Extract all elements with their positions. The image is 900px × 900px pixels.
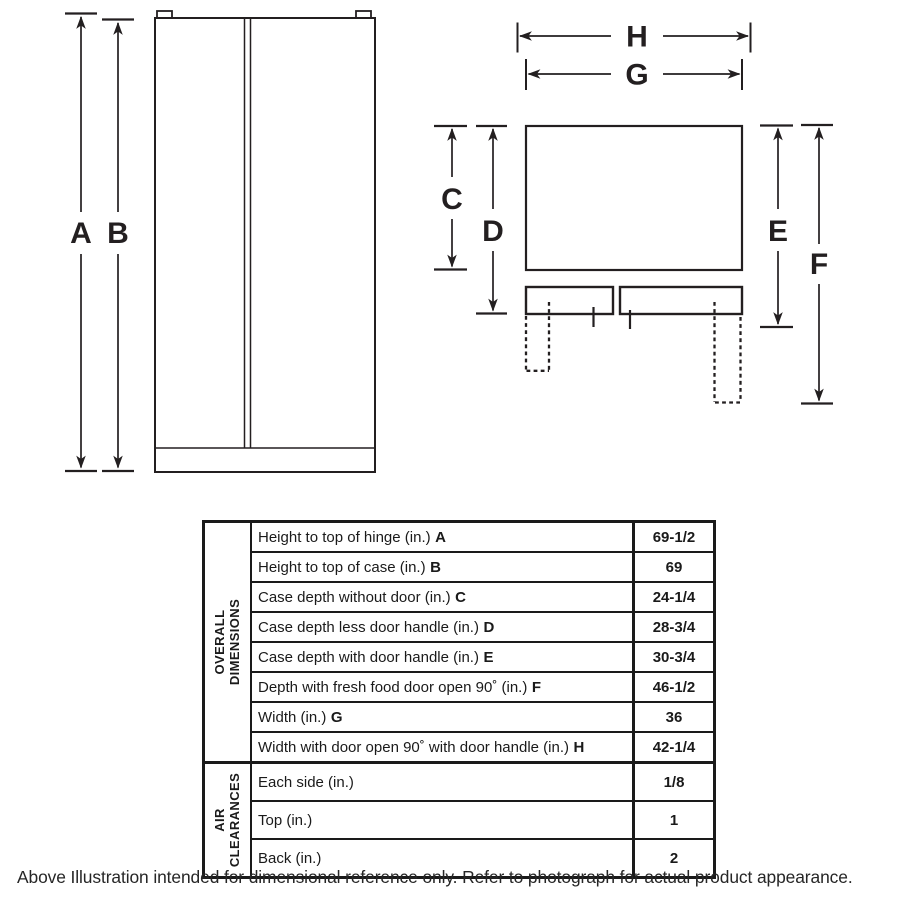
row-letter: F bbox=[531, 678, 541, 696]
dimension-arrow-e bbox=[760, 124, 793, 329]
row-label: Depth with fresh food door open 90˚ (in.… bbox=[258, 678, 528, 696]
row-letter: G bbox=[330, 708, 343, 726]
dimension-arrow-g bbox=[525, 59, 743, 90]
row-label: Case depth without door (in.) bbox=[258, 588, 451, 606]
fresh-food-door-outline bbox=[618, 285, 744, 316]
row-letter: H bbox=[573, 738, 585, 756]
dimension-arrow-b bbox=[102, 18, 134, 473]
row-value: 2 bbox=[632, 840, 713, 876]
table-row: Height to top of hinge (in.)A 69-1/2 bbox=[252, 523, 713, 553]
right-hinge-tab bbox=[355, 10, 372, 19]
dimension-arrow-c bbox=[434, 124, 467, 271]
fridge-top-view bbox=[524, 124, 744, 404]
table-row: Each side (in.) 1/8 bbox=[252, 764, 713, 802]
row-value: 28-3/4 bbox=[632, 613, 713, 641]
air-header-line2: CLEARANCES bbox=[226, 772, 242, 868]
row-value: 69-1/2 bbox=[632, 523, 713, 551]
row-label: Width (in.) bbox=[258, 708, 327, 726]
row-letter: E bbox=[483, 648, 494, 666]
dim-label-e: E bbox=[768, 215, 788, 248]
row-label: Top (in.) bbox=[258, 811, 313, 829]
row-value: 1 bbox=[632, 802, 713, 838]
left-hinge-tab bbox=[156, 10, 173, 19]
row-value: 1/8 bbox=[632, 764, 713, 800]
air-clearances-header: AIR CLEARANCES bbox=[205, 764, 252, 876]
right-handle-dashed-outline bbox=[713, 302, 742, 404]
overall-header-line2: DIMENSIONS bbox=[226, 598, 242, 686]
row-value: 42-1/4 bbox=[632, 733, 713, 761]
table-row: Depth with fresh food door open 90˚ (in.… bbox=[252, 673, 713, 703]
table-row: Width (in.)G 36 bbox=[252, 703, 713, 733]
row-label: Each side (in.) bbox=[258, 773, 354, 791]
row-letter: D bbox=[483, 618, 495, 636]
dimension-arrow-a bbox=[65, 12, 97, 473]
table-row: Case depth less door handle (in.)D 28-3/… bbox=[252, 613, 713, 643]
dim-label-d: D bbox=[482, 215, 504, 248]
dimensions-table: OVERALL DIMENSIONS Height to top of hing… bbox=[202, 520, 716, 879]
row-letter: A bbox=[435, 528, 446, 546]
case-outline bbox=[524, 124, 744, 272]
table-row: Top (in.) 1 bbox=[252, 802, 713, 840]
air-clearances-section: AIR CLEARANCES Each side (in.) 1/8 Top (… bbox=[205, 761, 713, 876]
dim-label-b: B bbox=[107, 217, 129, 250]
fridge-body-outline bbox=[154, 17, 376, 473]
dim-label-h: H bbox=[626, 21, 648, 54]
table-row: Width with door open 90˚ with door handl… bbox=[252, 733, 713, 761]
freezer-door-outline bbox=[524, 285, 615, 316]
overall-dimensions-section: OVERALL DIMENSIONS Height to top of hing… bbox=[205, 523, 713, 761]
dimension-arrow-d bbox=[476, 124, 507, 315]
row-label: Height to top of hinge (in.) bbox=[258, 528, 431, 546]
air-header-line1: AIR bbox=[211, 808, 227, 832]
dim-label-f: F bbox=[810, 248, 828, 281]
row-label: Width with door open 90˚ with door handl… bbox=[258, 738, 570, 756]
table-row: Back (in.) 2 bbox=[252, 840, 713, 876]
table-row: Case depth with door handle (in.)E 30-3/… bbox=[252, 643, 713, 673]
dimension-diagram: A B bbox=[65, 10, 833, 473]
row-label: Case depth with door handle (in.) bbox=[258, 648, 479, 666]
row-value: 36 bbox=[632, 703, 713, 731]
left-handle-dashed-outline bbox=[524, 302, 551, 372]
row-value: 30-3/4 bbox=[632, 643, 713, 671]
fridge-front-view bbox=[154, 10, 376, 473]
dim-label-a: A bbox=[70, 217, 92, 250]
table-row: Case depth without door (in.)C 24-1/4 bbox=[252, 583, 713, 613]
overall-header-line1: OVERALL bbox=[211, 609, 227, 675]
dimension-arrow-h bbox=[516, 22, 752, 53]
dimension-arrow-f bbox=[801, 123, 833, 405]
row-letter: C bbox=[455, 588, 466, 606]
dim-label-c: C bbox=[441, 183, 463, 216]
row-value: 46-1/2 bbox=[632, 673, 713, 701]
dim-label-g: G bbox=[625, 59, 648, 92]
reference-note: Above Illustration intended for dimensio… bbox=[17, 867, 853, 887]
row-label: Back (in.) bbox=[258, 849, 322, 867]
row-value: 69 bbox=[632, 553, 713, 581]
row-label: Case depth less door handle (in.) bbox=[258, 618, 479, 636]
row-label: Height to top of case (in.) bbox=[258, 558, 426, 576]
table-row: Height to top of case (in.)B 69 bbox=[252, 553, 713, 583]
row-letter: B bbox=[430, 558, 441, 576]
row-value: 24-1/4 bbox=[632, 583, 713, 611]
overall-dimensions-header: OVERALL DIMENSIONS bbox=[205, 523, 252, 761]
